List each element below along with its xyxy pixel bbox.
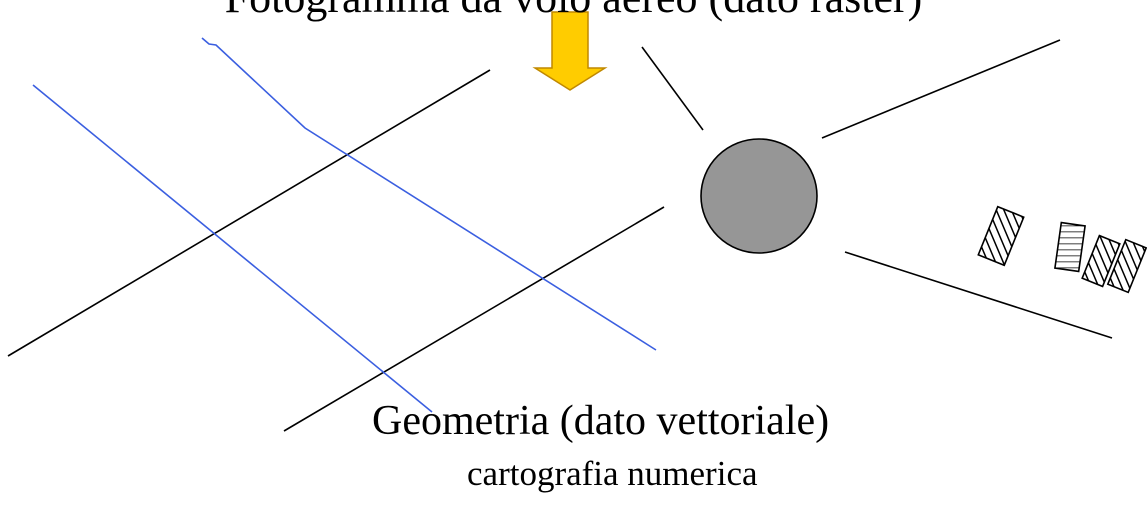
hatched-building-icon — [977, 205, 1147, 294]
road-line-3 — [641, 46, 704, 131]
arrow-down-icon — [532, 11, 608, 91]
stream-line-2 — [201, 37, 657, 351]
road-line-2 — [283, 206, 665, 432]
road-line-5 — [844, 251, 1113, 339]
road-line-1 — [7, 69, 491, 357]
stream-line-1 — [32, 84, 433, 413]
diagram-title: Fotogramma da volo aereo (dato raster) — [0, 0, 1147, 20]
circle-shape — [700, 138, 818, 254]
caption-main: Geometria (dato vettoriale) — [372, 398, 830, 444]
road-line-4 — [821, 39, 1061, 139]
caption-sub: cartografia numerica — [467, 454, 758, 493]
